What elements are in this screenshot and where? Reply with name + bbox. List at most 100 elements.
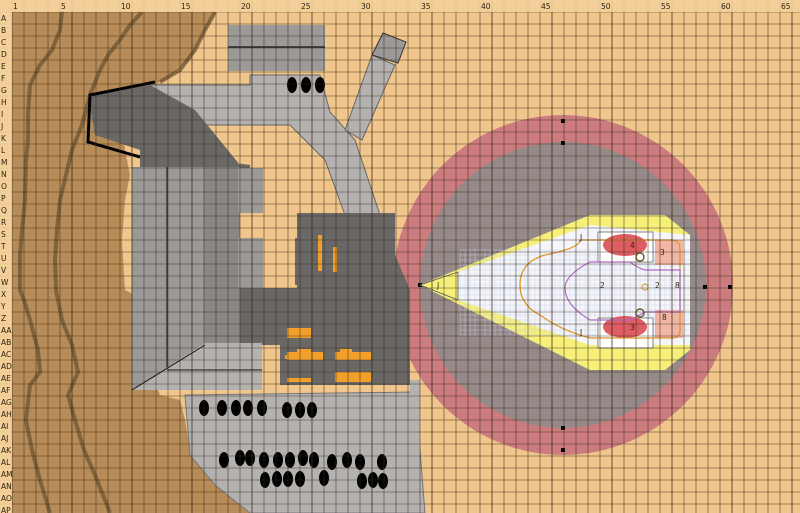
vehicle[interactable] (315, 77, 325, 93)
cliff-terrain (12, 12, 260, 513)
ship-zone-label: 3 (630, 323, 635, 332)
row-label: AE (1, 374, 11, 383)
row-header-bar (0, 0, 12, 513)
vehicle[interactable] (287, 77, 297, 93)
row-label: AN (1, 482, 12, 491)
ship-zone-label: 2 (655, 281, 660, 290)
row-label: R (1, 218, 6, 227)
row-label: C (1, 38, 6, 47)
pad-marker (703, 285, 707, 289)
vehicle[interactable] (273, 452, 283, 468)
ship-zone-label: 8 (675, 281, 680, 290)
engine-bottom (603, 316, 647, 338)
row-label: D (1, 50, 7, 59)
row-label: AD (1, 362, 12, 371)
building-side-2 (238, 238, 263, 288)
row-label: H (1, 98, 7, 107)
column-label: 45 (541, 2, 551, 11)
row-label: I (1, 110, 3, 119)
ship-cargo-hold (564, 261, 681, 321)
row-label: AF (1, 386, 10, 395)
row-label: AK (1, 446, 12, 455)
gap-1 (240, 213, 300, 238)
vehicle[interactable] (282, 402, 292, 418)
cargo-crate[interactable] (335, 352, 371, 360)
cargo-crates (285, 235, 371, 382)
row-label: AA (1, 326, 12, 335)
building-west-annex (204, 167, 240, 343)
row-label: G (1, 86, 7, 95)
vehicle[interactable] (245, 450, 255, 466)
building-southwest (132, 343, 262, 390)
vehicle[interactable] (285, 452, 295, 468)
row-label: AP (1, 506, 11, 513)
row-label: X (1, 290, 6, 299)
ship-corridor-route (519, 239, 681, 339)
column-label: 50 (601, 2, 611, 11)
row-label: A (1, 14, 7, 23)
vehicle[interactable] (309, 452, 319, 468)
row-label: U (1, 254, 7, 263)
column-label: 65 (781, 2, 791, 11)
cliff-area (12, 10, 260, 513)
vehicle[interactable] (378, 473, 388, 489)
cargo-crate[interactable] (287, 378, 311, 382)
pad-marker (561, 119, 565, 123)
pad-marker (561, 448, 565, 452)
column-label: 15 (181, 2, 191, 11)
row-label: V (1, 266, 7, 275)
column-label: 30 (361, 2, 371, 11)
row-label: M (1, 158, 7, 167)
row-label: F (1, 74, 5, 83)
row-label: AC (1, 350, 11, 359)
vehicle[interactable] (357, 473, 367, 489)
ship-zone-label: J (436, 281, 439, 290)
row-label: AB (1, 338, 11, 347)
row-label: AJ (1, 434, 8, 443)
row-label: AH (1, 410, 12, 419)
cargo-crate[interactable] (287, 328, 311, 338)
row-label: B (1, 26, 6, 35)
vehicle[interactable] (272, 471, 282, 487)
ship-zone-label: J (579, 328, 582, 337)
row-label: T (0, 242, 6, 251)
vehicle[interactable] (219, 452, 229, 468)
building-side-1 (238, 168, 263, 213)
row-label: S (1, 230, 6, 239)
pad-marker (561, 141, 565, 145)
ship-nose (418, 271, 459, 301)
cargo-crate[interactable] (335, 372, 371, 382)
parking-edge (410, 380, 420, 490)
cargo-crate[interactable] (297, 349, 311, 353)
row-label: E (1, 62, 6, 71)
column-label: 40 (481, 2, 491, 11)
base-buildings (86, 25, 410, 391)
vehicle[interactable] (327, 454, 337, 470)
ship-zone-label: 8 (662, 313, 667, 322)
vehicle[interactable] (298, 450, 308, 466)
row-label: P (1, 194, 6, 203)
cargo-crate[interactable] (340, 349, 352, 353)
vehicle[interactable] (301, 77, 311, 93)
cargo-crate[interactable] (318, 235, 322, 271)
vehicle[interactable] (377, 454, 387, 470)
row-label: J (0, 122, 3, 131)
row-label: N (1, 170, 7, 179)
row-label: L (1, 146, 6, 155)
bastion-wall (86, 80, 156, 159)
row-label: AG (1, 398, 12, 407)
cargo-crate[interactable] (333, 247, 337, 272)
row-label: AI (1, 422, 8, 431)
cargo-crate[interactable] (285, 355, 289, 359)
row-label: W (1, 278, 9, 287)
column-label: 20 (241, 2, 251, 11)
cargo-crate[interactable] (287, 352, 323, 360)
corridor-north (147, 74, 381, 216)
cliff-ridge-line-2 (52, 10, 144, 513)
vehicle[interactable] (342, 452, 352, 468)
pad-marker (561, 426, 565, 430)
ship-zone-label: 3 (660, 248, 665, 257)
